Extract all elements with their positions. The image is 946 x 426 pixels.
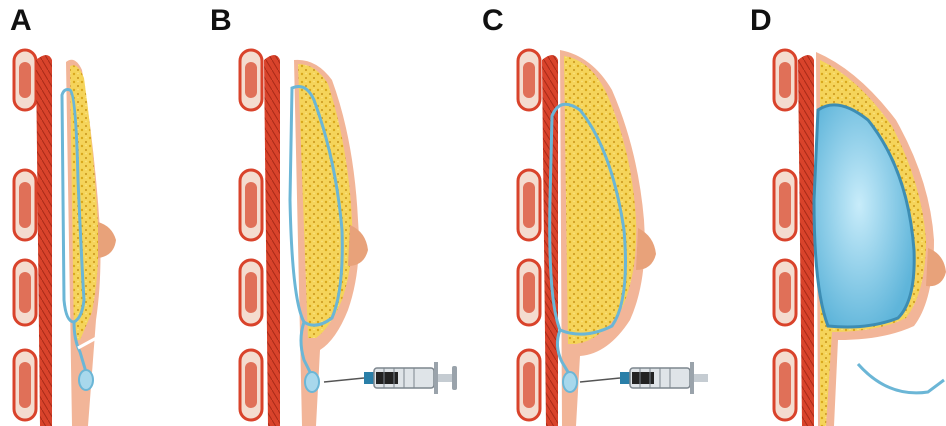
anatomy-illustration — [0, 0, 236, 426]
anatomy-illustration — [708, 0, 946, 426]
injection-port — [305, 372, 319, 392]
injection-port — [563, 372, 577, 392]
panel-b: B — [236, 0, 472, 426]
anatomy-illustration — [236, 0, 472, 426]
syringe-icon — [580, 362, 708, 394]
pectoral-muscle — [264, 55, 280, 426]
pectoral-muscle — [36, 55, 52, 426]
panel-a: A — [0, 0, 236, 426]
nipple — [348, 225, 368, 266]
injection-port — [79, 370, 93, 390]
nipple — [98, 222, 116, 258]
syringe-icon — [324, 362, 457, 394]
nipple — [636, 228, 656, 270]
nipple — [926, 248, 946, 286]
anatomy-illustration — [472, 0, 708, 426]
panel-c: C — [472, 0, 708, 426]
panel-d: D — [708, 0, 944, 426]
pectoral-muscle — [798, 55, 814, 426]
panel-label: B — [210, 6, 232, 36]
removed-tubing — [858, 364, 944, 393]
